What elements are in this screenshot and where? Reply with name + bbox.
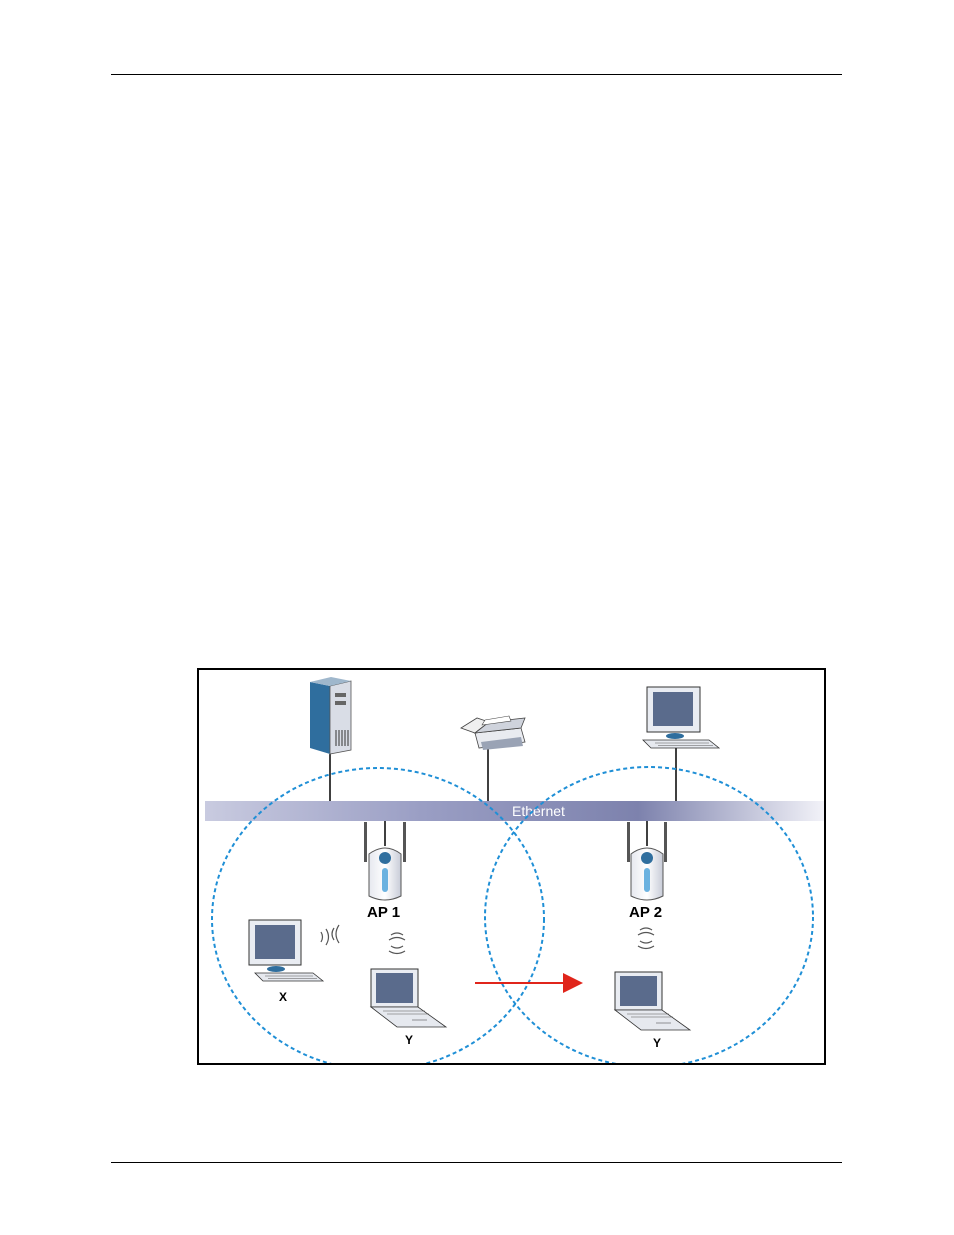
workstation-icon xyxy=(643,687,719,748)
roaming-diagram: Ethernet xyxy=(197,668,826,1065)
server-icon xyxy=(310,677,351,754)
ap2-label: AP 2 xyxy=(629,904,662,921)
signal-x-icon xyxy=(321,925,339,945)
printer-icon xyxy=(461,716,525,750)
client-x-label: X xyxy=(279,990,287,1004)
ethernet-backbone: Ethernet xyxy=(205,801,824,821)
signal-ap1-icon xyxy=(389,933,405,954)
ethernet-label: Ethernet xyxy=(512,803,565,819)
client-y-label: Y xyxy=(405,1033,413,1047)
header-rule xyxy=(111,74,842,75)
client-y-roamed-label: Y xyxy=(653,1036,661,1050)
backbone-drop-lines xyxy=(330,744,676,846)
client-y-laptop-icon: Y xyxy=(371,969,446,1047)
footer-rule xyxy=(111,1162,842,1163)
ap1-label: AP 1 xyxy=(367,904,400,921)
client-y-roamed-laptop-icon: Y xyxy=(615,972,690,1050)
client-x-desktop-icon: X xyxy=(249,920,323,1004)
signal-ap2-icon xyxy=(638,928,654,949)
